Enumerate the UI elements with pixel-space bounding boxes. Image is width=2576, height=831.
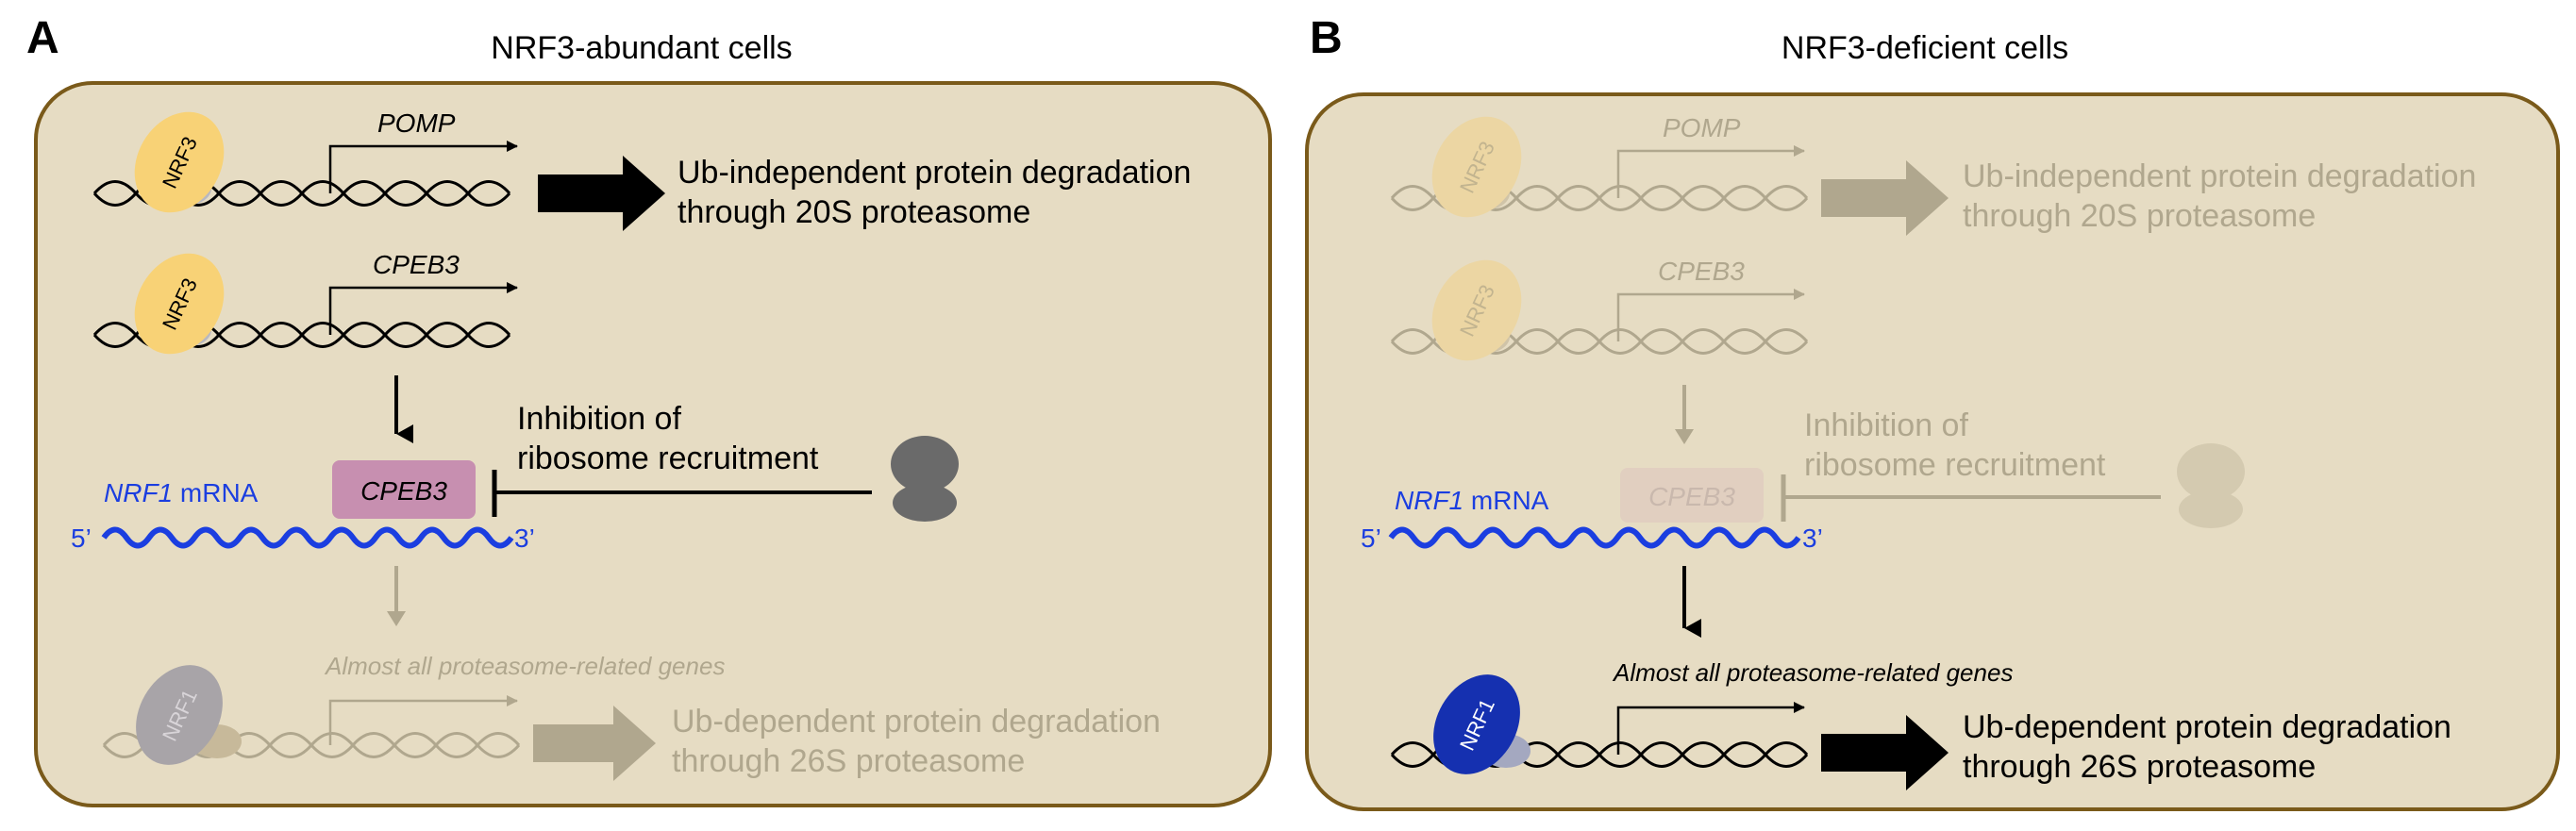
output-text-line1: Ub-dependent protein degradation [672, 704, 1161, 740]
nrf3-protein [134, 111, 225, 213]
pomp-gene-row: NRF3 POMP Ub-independent protein degrada… [1390, 113, 2476, 236]
genes-label: Almost all proteasome-related genes [324, 652, 725, 680]
mrna-strand [1388, 526, 1801, 549]
panel-box [1305, 92, 2560, 811]
tss-arrow [1616, 702, 1805, 755]
cpeb3-gene-row: NRF3 CPEB3 [92, 250, 518, 355]
nrf1-protein [136, 665, 223, 765]
inhibition-text-line2: ribosome recruitment [517, 440, 819, 476]
cpeb3-gene-row: NRF3 CPEB3 [1390, 257, 1809, 361]
output-text-line2: through 20S proteasome [1963, 198, 2316, 234]
nrf1-protein [1433, 674, 1520, 774]
tss-arrow [328, 141, 518, 193]
panel-a: A NRF3-abundant cells NRF3 POMP Ub-indep… [26, 13, 1272, 807]
panel-letter: B [1310, 13, 1343, 63]
cpeb3-protein-label: CPEB3 [1648, 482, 1735, 511]
genes-label: Almost all proteasome-related genes [1612, 658, 2013, 687]
three-prime-label: 3’ [1802, 524, 1823, 553]
output-text-line1: Ub-independent protein degradation [677, 155, 1191, 191]
mrna-label: NRF1 mRNA [1395, 486, 1549, 515]
cpeb3-protein-label: CPEB3 [360, 476, 447, 506]
gene-label-cpeb3: CPEB3 [373, 250, 460, 279]
translation-arrow-faded-head [387, 611, 406, 626]
five-prime-label: 5’ [71, 524, 92, 553]
output-arrow [538, 156, 665, 231]
panel-b: B NRF3-deficient cells NRF3 POMP Ub-inde… [1305, 13, 2560, 811]
tss-arrow [328, 695, 518, 745]
pomp-gene-row: NRF3 POMP Ub-independent protein degrada… [92, 108, 1191, 231]
panel-title: NRF3-deficient cells [1781, 30, 2068, 66]
gene-label-cpeb3: CPEB3 [1658, 257, 1745, 286]
tss-arrow [1616, 145, 1805, 198]
output-text-line1: Ub-independent protein degradation [1963, 158, 2476, 194]
proteasome-genes-row: Almost all proteasome-related genes NRF1… [1390, 658, 2451, 790]
nrf3-protein [1431, 259, 1522, 361]
mrna-row: NRF1 mRNA 5’ 3’ CPEB3 Inhibition of ribo… [71, 401, 959, 553]
mrna-strand [101, 526, 514, 549]
inhibition-text-line1: Inhibition of [1804, 407, 1968, 443]
output-arrow [1821, 715, 1949, 790]
translation-arrow-faded-head [1675, 429, 1694, 444]
tss-arrow [1616, 289, 1805, 341]
proteasome-genes-row: Almost all proteasome-related genes NRF1… [102, 652, 1161, 781]
mrna-row: NRF1 mRNA 5’ 3’ CPEB3 Inhibition of ribo… [1361, 407, 2245, 553]
panel-title: NRF3-abundant cells [491, 30, 792, 66]
output-text-line1: Ub-dependent protein degradation [1963, 709, 2451, 745]
output-arrow [533, 706, 656, 781]
tss-arrow [328, 282, 518, 335]
inhibition-text-line2: ribosome recruitment [1804, 447, 2106, 483]
five-prime-label: 5’ [1361, 524, 1381, 553]
three-prime-label: 3’ [514, 524, 535, 553]
ribosome-icon [891, 436, 959, 522]
gene-label-pomp: POMP [377, 108, 456, 138]
output-text-line2: through 26S proteasome [1963, 749, 2316, 785]
cpeb3-protein [332, 460, 476, 519]
nrf3-protein [1431, 116, 1522, 218]
panel-box [34, 81, 1272, 807]
gene-label-pomp: POMP [1663, 113, 1741, 142]
panel-letter: A [26, 13, 59, 63]
mrna-label: NRF1 mRNA [104, 478, 259, 507]
output-text-line2: through 20S proteasome [677, 194, 1030, 230]
ribosome-icon [2177, 443, 2245, 528]
inhibition-text-line1: Inhibition of [517, 401, 681, 437]
output-text-line2: through 26S proteasome [672, 743, 1025, 779]
nrf3-protein [134, 253, 225, 355]
cpeb3-protein [1620, 468, 1764, 523]
output-arrow [1821, 160, 1949, 236]
